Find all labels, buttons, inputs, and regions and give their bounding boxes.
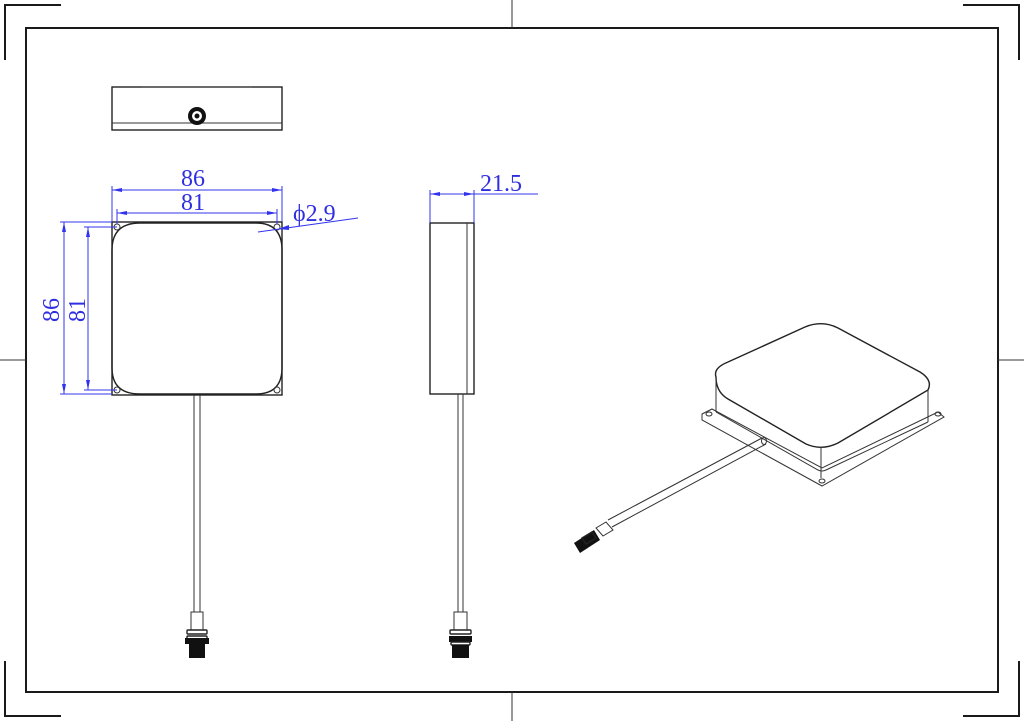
sma-connector-icon bbox=[185, 611, 209, 658]
dimensions-front bbox=[60, 186, 359, 395]
dim-overall-height: 86 bbox=[39, 298, 65, 322]
sma-connector-side-icon bbox=[449, 611, 472, 658]
front-view bbox=[111, 221, 283, 658]
dim-thickness: 21.5 bbox=[480, 171, 522, 197]
side-view bbox=[429, 190, 538, 658]
sma-connector-iso-icon bbox=[574, 521, 614, 553]
dim-body-width: 81 bbox=[181, 190, 205, 216]
top-view bbox=[111, 86, 283, 131]
dim-body-height: 81 bbox=[65, 298, 91, 322]
dim-hole-diameter: ϕ2.9 bbox=[293, 201, 336, 227]
dim-overall-width: 86 bbox=[181, 166, 205, 192]
isometric-view bbox=[574, 323, 945, 553]
